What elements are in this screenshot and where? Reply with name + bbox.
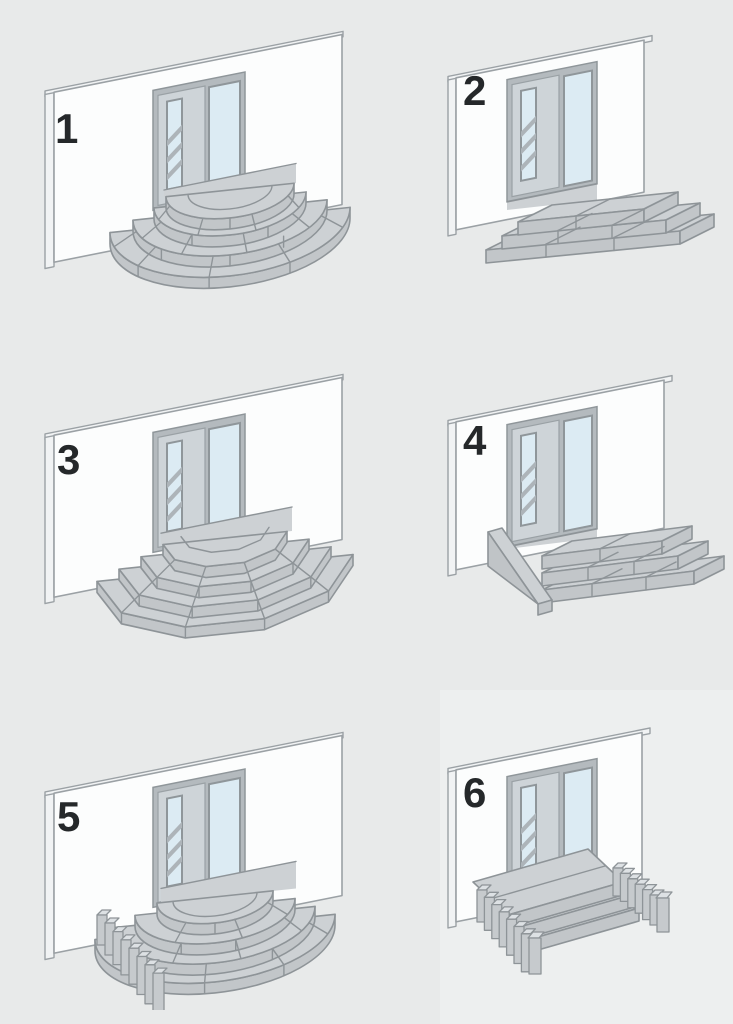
steps [109,162,351,290]
illustration-curved-steps-with-palisade-edge [44,731,344,1010]
panel-number: 6 [463,769,487,816]
door [152,71,246,212]
panel-number: 2 [463,67,487,114]
illustration-polygonal-faceted-steps [44,373,354,639]
illustration-rectangular-slab-steps [447,34,715,264]
panel-1: 1 [30,10,360,300]
illustration-straight-steps-with-palisade-edges [447,727,673,975]
panel-number: 3 [57,436,81,483]
door [152,413,246,554]
illustration-semicircular-steps [44,30,351,290]
panel-number: 5 [57,793,81,840]
steps [506,525,725,604]
panel-2: 2 [430,10,730,300]
steps [96,506,354,639]
door [506,60,598,203]
panel-number: 1 [55,105,79,152]
steps [472,848,640,955]
panel-6: 6 [430,670,730,1024]
palisade-left [476,884,545,975]
panel-number: 4 [463,417,487,464]
panel-4: 4 [430,360,730,660]
panel-5: 5 [30,710,370,1010]
door [506,405,598,548]
steps [485,183,715,264]
palisade-left [96,909,168,1010]
palisade-right [612,862,673,933]
panel-3: 3 [30,360,370,650]
illustration-straight-steps-with-side-wedge [447,374,725,616]
side-wedge [487,527,553,616]
